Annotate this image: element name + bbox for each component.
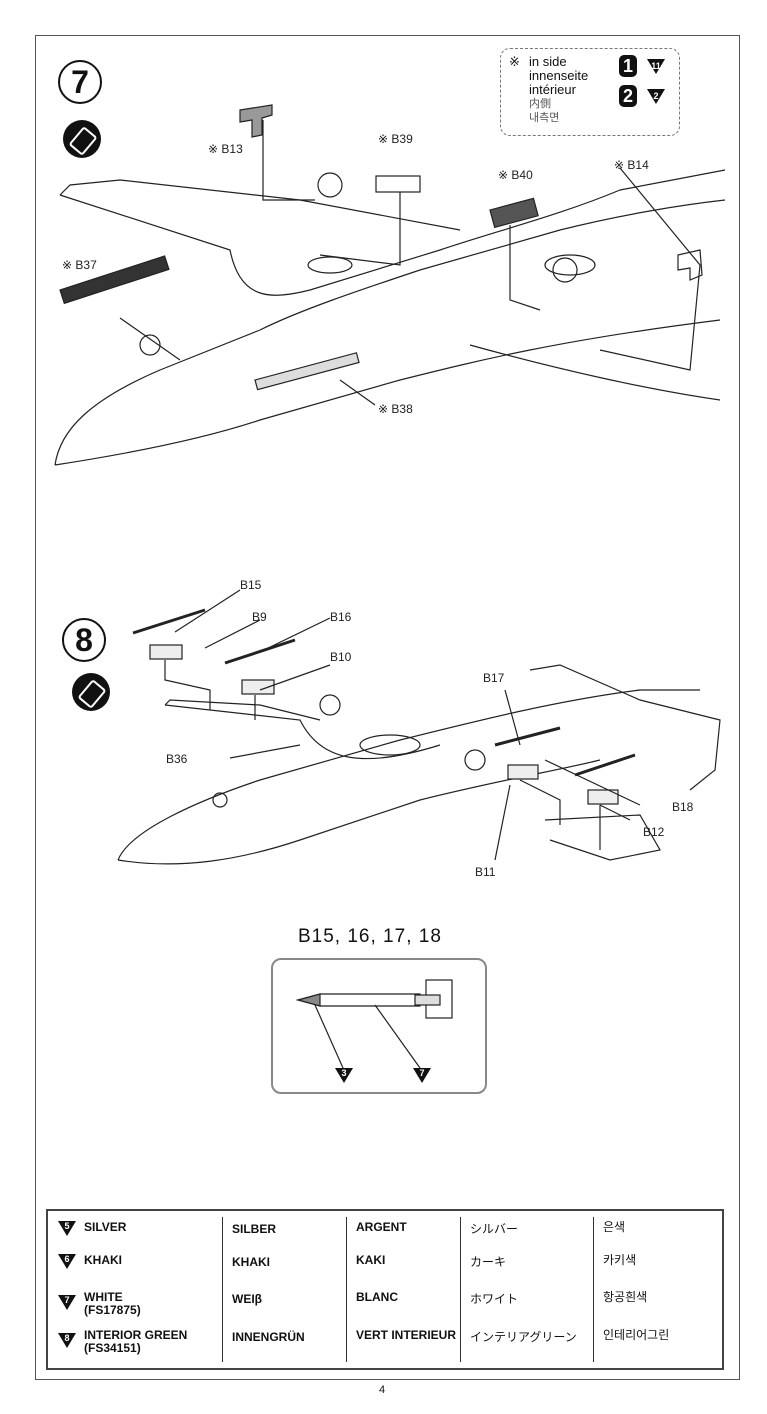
part-label-b37: ※ B37 [62, 258, 97, 272]
color-de: SILBER [232, 1222, 277, 1236]
inside-legend: ※ in side innenseite intérieur 内側 내측면 1 … [500, 48, 680, 136]
color-jp: ホワイト [470, 1292, 519, 1306]
part-label-b40: ※ B40 [498, 168, 533, 182]
color-kr: 은색 [603, 1220, 626, 1234]
step8-aircraft [117, 589, 721, 865]
color-fr: VERT INTERIEUR [356, 1328, 457, 1342]
part-label-b11: B11 [475, 865, 496, 879]
legend-line: innenseite [529, 68, 589, 83]
inset-title: B15, 16, 17, 18 [298, 926, 442, 947]
part-label-b13: ※ B13 [208, 142, 243, 156]
inside-number-icon: 1 [619, 55, 637, 77]
inside-number-icon: 2 [619, 85, 637, 107]
step-number-7: 7 [58, 60, 102, 104]
inside-color-icon: 2 [647, 89, 665, 104]
legend-line: 내측면 [529, 112, 560, 124]
legend-mark: ※ [509, 54, 520, 69]
color-en: SILVER [84, 1220, 127, 1234]
color-number-icon: 5 [58, 1221, 76, 1236]
part-label-b14: ※ B14 [614, 158, 649, 172]
color-fr: BLANC [356, 1290, 398, 1304]
color-en: KHAKI [84, 1253, 122, 1267]
part-label-b16: B16 [330, 610, 352, 624]
color-number-icon: 6 [58, 1254, 76, 1269]
color-jp: インテリアグリーン [470, 1330, 577, 1344]
legend-line: in side [529, 54, 567, 69]
color-fr: KAKI [356, 1253, 386, 1267]
color-de: KHAKI [232, 1255, 270, 1269]
color-number-icon: 8 [58, 1333, 76, 1348]
color-en: INTERIOR GREEN(FS34151) [84, 1328, 188, 1355]
color-fr: ARGENT [356, 1220, 407, 1234]
cement-icon [63, 120, 101, 158]
page-frame [35, 35, 740, 1380]
part-label-b38: ※ B38 [378, 402, 413, 416]
missile-inset-drawing [295, 979, 453, 1069]
part-label-b36: B36 [166, 752, 188, 766]
color-kr: 카키색 [603, 1253, 637, 1267]
part-label-b12: B12 [643, 825, 665, 839]
missile-inset: 3 7 [271, 958, 487, 1094]
page-number: 4 [379, 1384, 386, 1396]
inside-color-icon: 11 [647, 59, 665, 74]
color-7-icon: 7 [413, 1068, 431, 1083]
cement-icon [72, 673, 110, 711]
color-kr: 항공흰색 [603, 1290, 648, 1304]
color-number-icon: 7 [58, 1295, 76, 1310]
color-de: WEIβ [232, 1292, 262, 1306]
part-label-b9: B9 [252, 610, 267, 624]
legend-line: intérieur [529, 82, 576, 97]
color-jp: カーキ [470, 1255, 507, 1269]
color-kr: 인테리어그린 [603, 1328, 670, 1342]
color-3-icon: 3 [335, 1068, 353, 1083]
part-label-b39: ※ B39 [378, 132, 413, 146]
color-table: 5 SILVER SILBER ARGENT シルバー 은색 6 KHAKI K… [46, 1209, 724, 1370]
color-jp: シルバー [470, 1222, 519, 1236]
part-label-b15: B15 [240, 578, 262, 592]
step-number-8: 8 [62, 618, 106, 662]
part-label-b18: B18 [672, 800, 694, 814]
step7-aircraft [54, 104, 726, 466]
color-de: INNENGRÜN [232, 1330, 305, 1344]
legend-line: 内側 [529, 98, 551, 110]
part-label-b10: B10 [330, 650, 352, 664]
color-en: WHITE(FS17875) [84, 1290, 141, 1317]
part-label-b17: B17 [483, 671, 505, 685]
